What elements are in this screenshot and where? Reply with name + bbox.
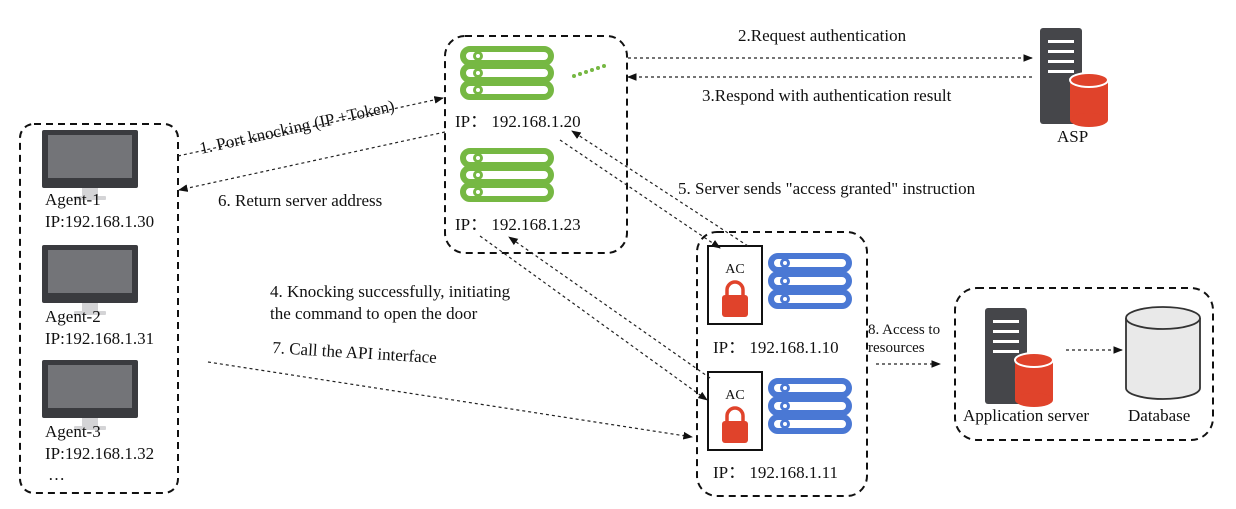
ac-2-label: AC [725,388,744,403]
agent-1-ip: IP:192.168.1.30 [45,212,154,231]
gateway-1-ip: IP： 192.168.1.10 [713,338,839,357]
agents-group [19,123,179,494]
nas-1-ip: IP： 192.168.1.20 [455,112,581,131]
nas-2-ip: IP： 192.168.1.23 [455,215,581,234]
nas-dots [572,64,606,78]
server-tower-database-icon [1039,27,1109,128]
agent-2-name: Agent-2 [45,307,101,326]
step-8-label-line2: resources [868,340,925,356]
step-7-label: 7. Call the API interface [272,338,438,367]
asp-label: ASP [1057,127,1088,146]
gateway-group [696,231,868,497]
blue-server-rack-icon [771,381,849,431]
resources-group [954,287,1214,441]
step-4-label-line1: 4. Knocking successfully, initiating [270,282,511,301]
database-label: Database [1128,406,1190,425]
ac-box-1 [707,245,763,325]
green-server-rack-icon [463,151,551,199]
step-5-label: 5. Server sends "access granted" instruc… [678,179,976,198]
lock-icon [720,280,750,319]
computer-monitor-icon [42,360,138,430]
lock-icon [720,406,750,445]
computer-monitor-icon [42,245,138,315]
green-server-rack-icon [463,49,551,97]
ac-1-label: AC [725,262,744,277]
blue-server-rack-icon [771,256,849,306]
agent-3-name: Agent-3 [45,422,101,441]
app-server-label: Application server [963,406,1089,425]
agent-1-name: Agent-1 [45,190,101,209]
step-6-label: 6. Return server address [218,191,382,210]
flow-arrows [177,54,1123,440]
database-cylinder-icon [1125,306,1201,400]
gateway-2-ip: IP： 192.168.1.11 [713,463,838,482]
agent-3-ip: IP:192.168.1.32 [45,444,154,463]
step-8-label-line1: 8. Access to [868,322,940,338]
step-4-label-line2: the command to open the door [270,304,478,323]
agent-2-ip: IP:192.168.1.31 [45,329,154,348]
step-2-label: 2.Request authentication [738,26,907,45]
agents-ellipsis: … [48,465,65,484]
step-3-label: 3.Respond with authentication result [702,86,952,105]
server-tower-database-icon [984,307,1054,408]
ac-box-2 [707,371,763,451]
